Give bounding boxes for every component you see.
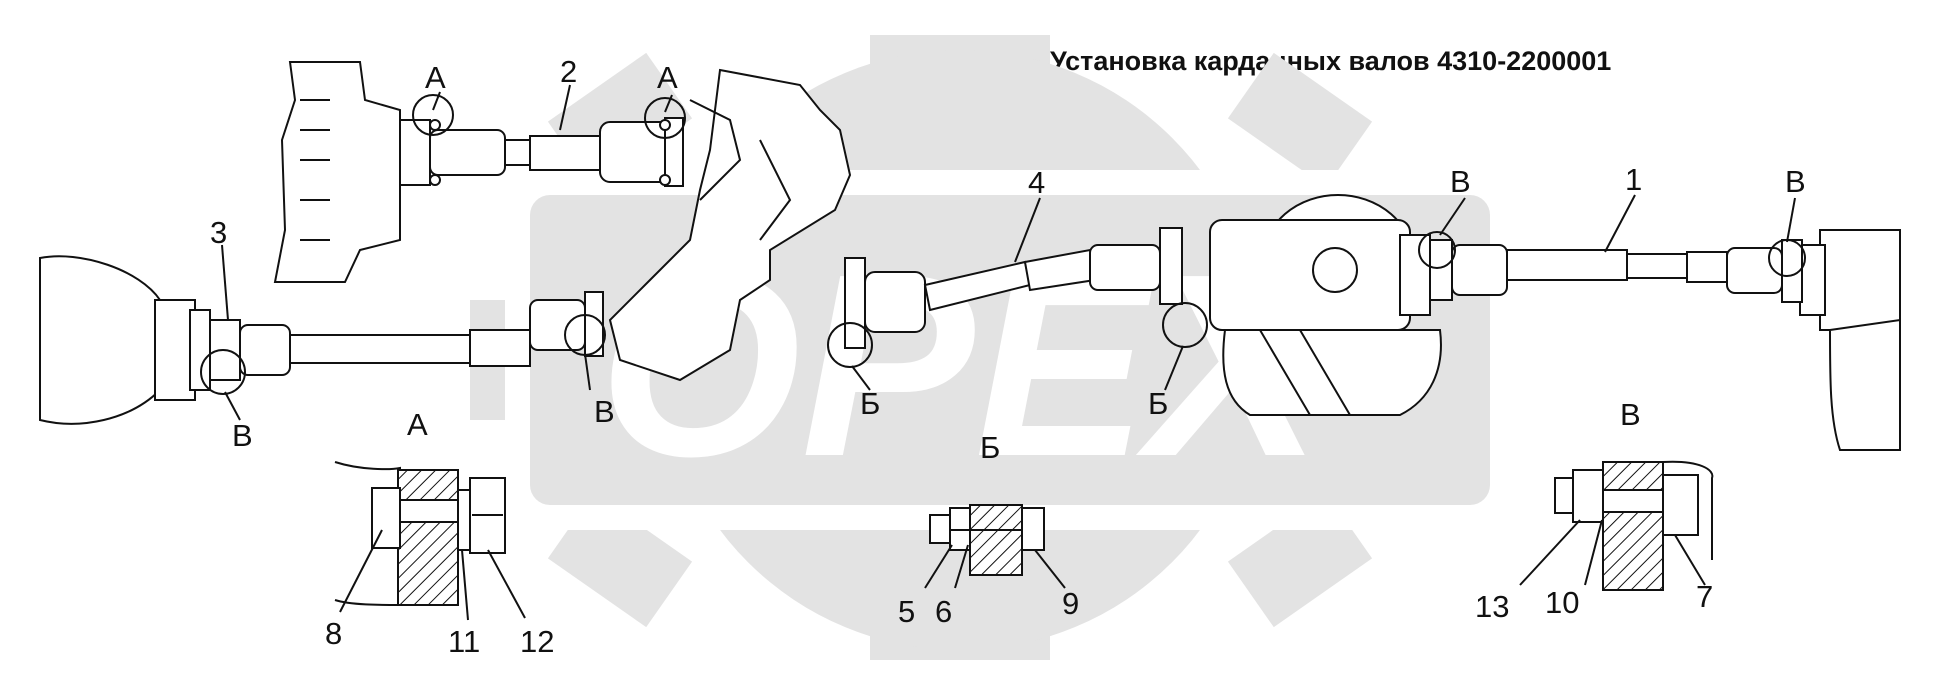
label-a-right: А — [657, 60, 678, 95]
rear-axle-housing — [1799, 229, 1901, 451]
label-part-5: 5 — [898, 594, 915, 629]
label-part-2: 2 — [560, 54, 577, 89]
label-part-4: 4 — [1028, 165, 1045, 200]
label-part-11: 11 — [448, 624, 480, 659]
label-part-8: 8 — [325, 616, 342, 651]
label-part-13: 13 — [1475, 589, 1509, 624]
front-axle-housing — [39, 255, 211, 425]
transfer-case-housing — [273, 61, 852, 382]
detail-markers — [200, 94, 1806, 395]
label-part-10: 10 — [1545, 585, 1579, 620]
detail-b-title: Б — [980, 430, 1000, 465]
driveshaft-4 — [844, 227, 1183, 349]
detail-v-title: В — [1620, 397, 1641, 432]
detail-v: В 13 10 7 — [1475, 397, 1714, 624]
label-v-mid: В — [594, 394, 615, 429]
middle-axle-differential — [1209, 194, 1442, 416]
main-labels: А А 2 3 В В Б Б 4 В 1 В — [210, 54, 1806, 453]
label-part-3: 3 — [210, 215, 227, 250]
diagram-title: Установка карданных валов 4310-2200001 — [1050, 46, 1612, 76]
label-a-left: А — [425, 60, 446, 95]
detail-a-title: А — [407, 407, 428, 442]
label-v-rear-right: В — [1785, 164, 1806, 199]
label-b-right: Б — [1148, 386, 1168, 421]
driveshaft-3 — [209, 291, 604, 381]
label-part-7: 7 — [1696, 579, 1713, 614]
label-b-left: Б — [860, 386, 880, 421]
label-part-1: 1 — [1625, 162, 1642, 197]
label-part-9: 9 — [1062, 586, 1079, 621]
label-part-6: 6 — [935, 594, 952, 629]
driveshaft-1 — [1429, 239, 1803, 303]
label-part-12: 12 — [520, 624, 554, 659]
leader-lines — [221, 84, 1796, 421]
detail-a: А 8 11 12 — [325, 407, 554, 659]
detail-b: Б 5 6 9 — [898, 430, 1079, 629]
driveshaft-2 — [399, 117, 684, 187]
label-v-front: В — [232, 418, 253, 453]
label-v-rear-left: В — [1450, 164, 1471, 199]
